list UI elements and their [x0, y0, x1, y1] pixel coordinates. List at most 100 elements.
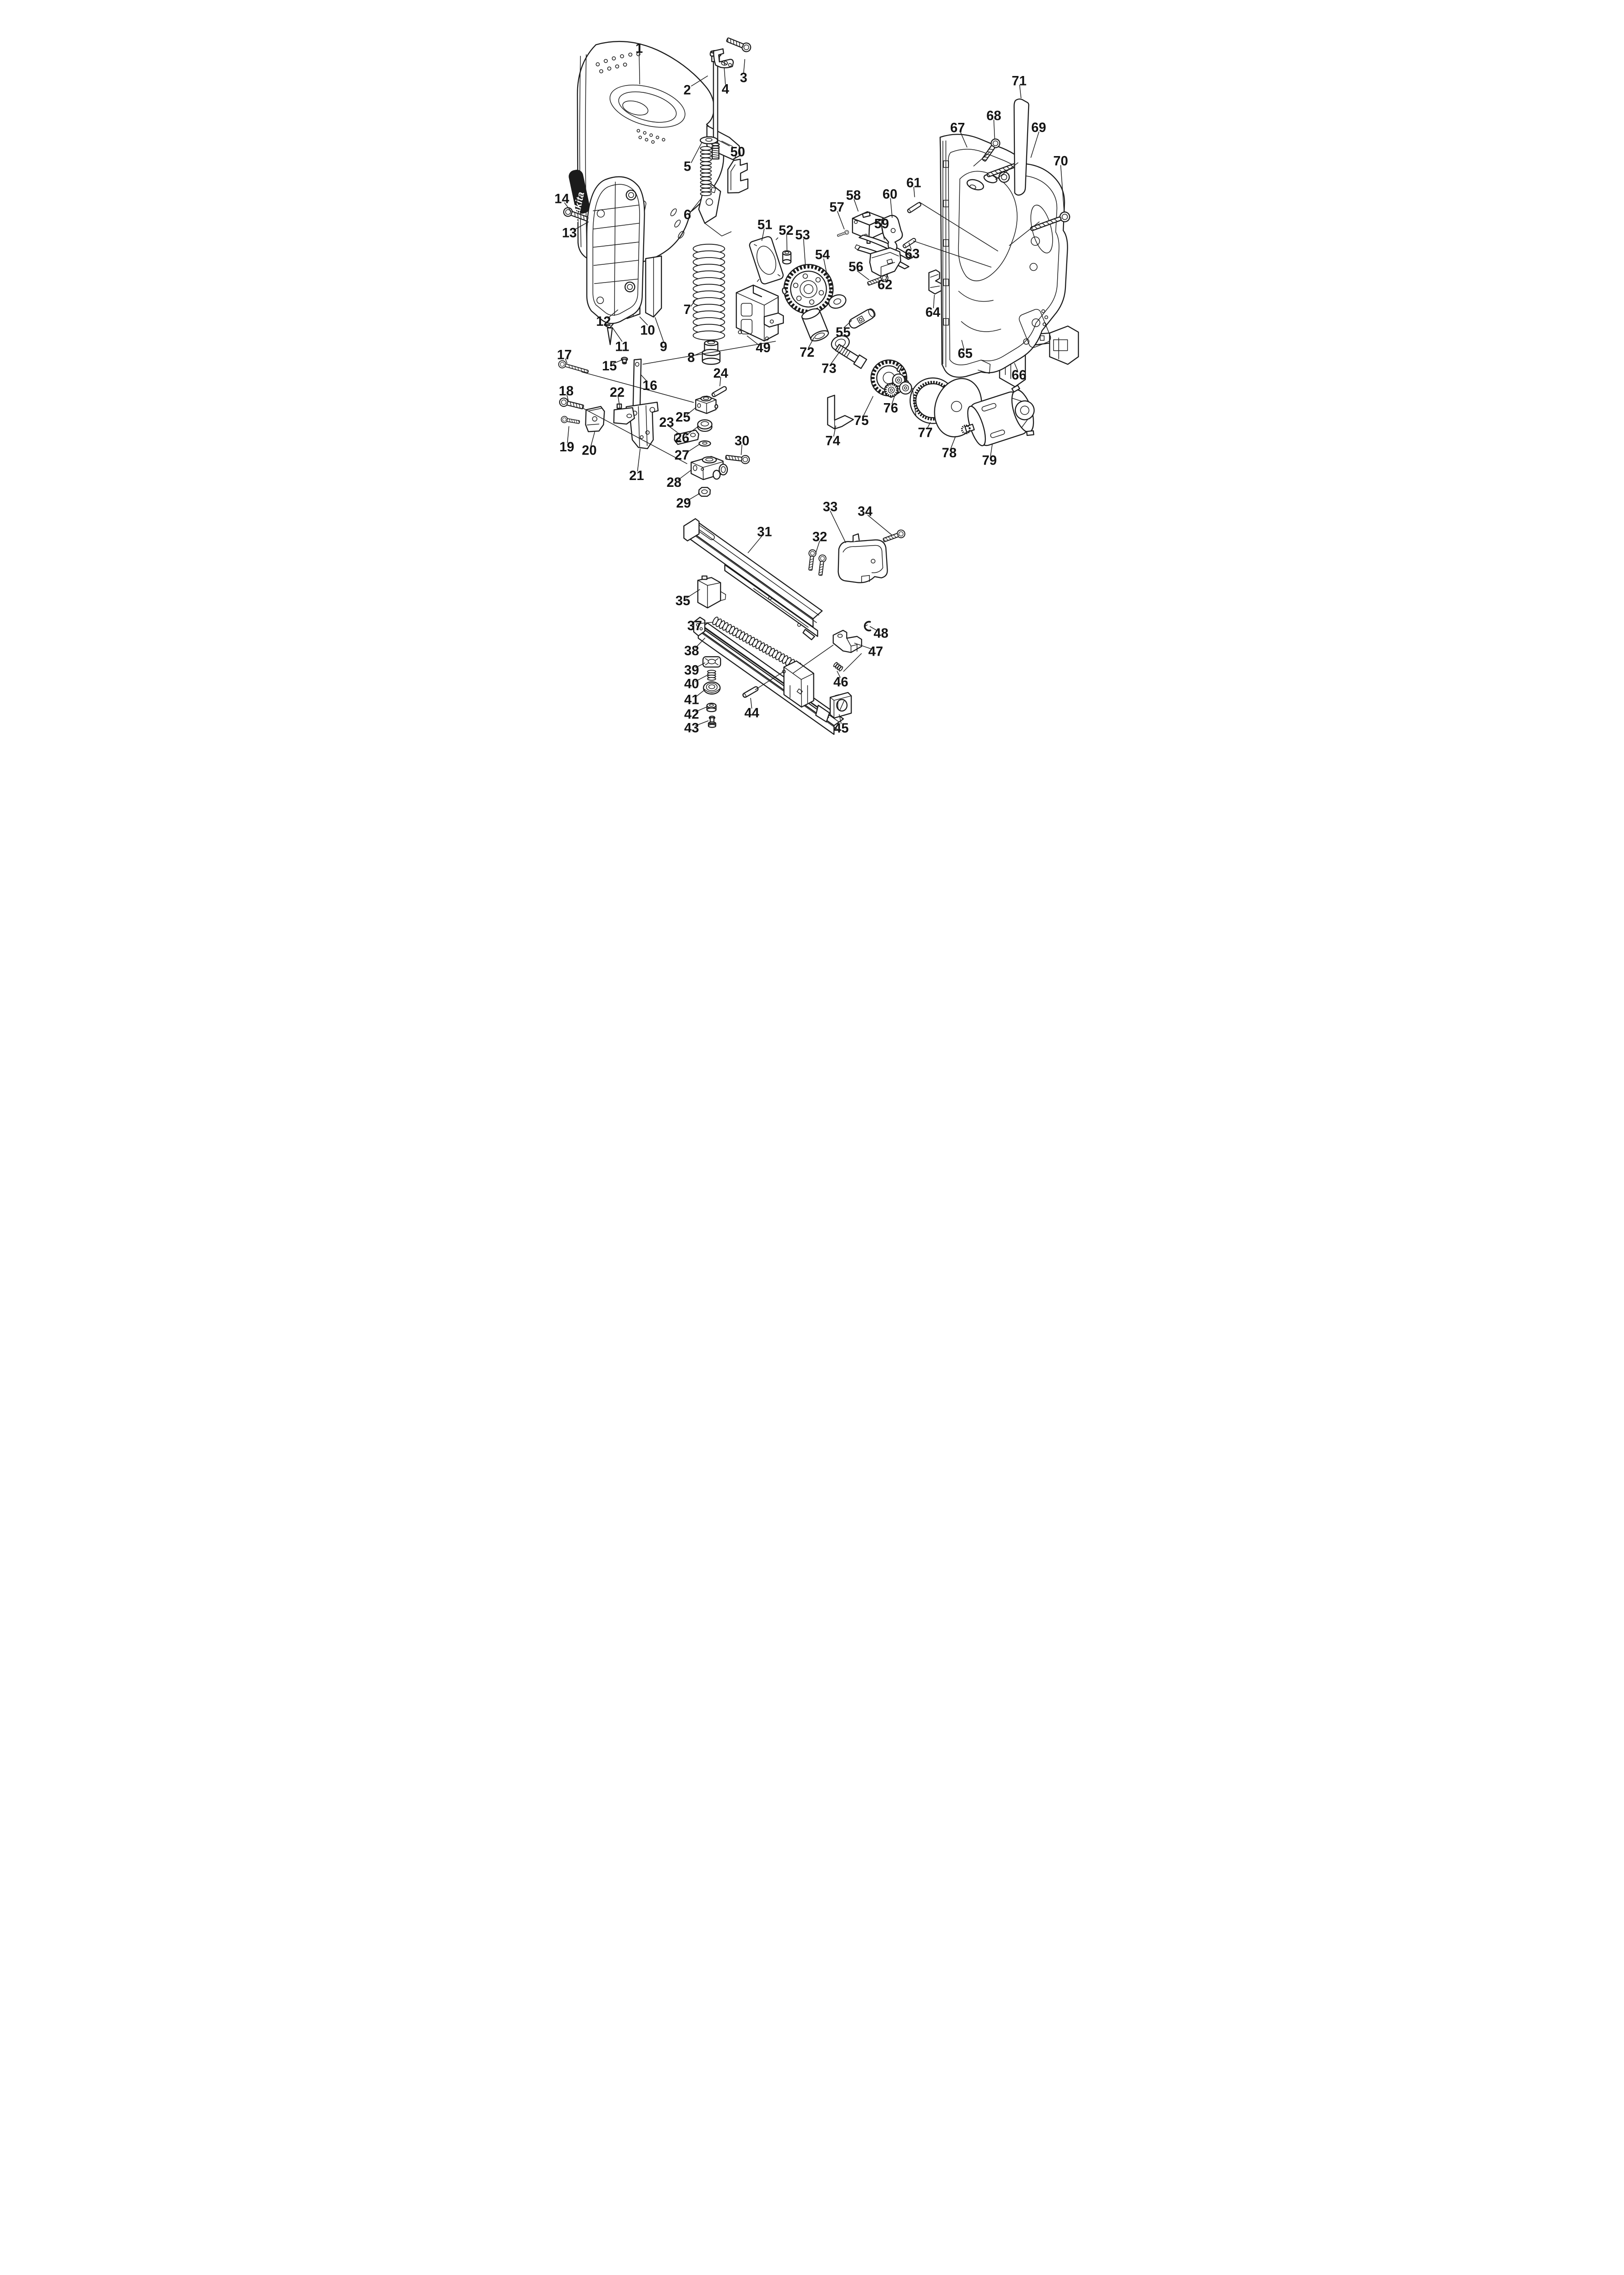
callout-leader-68 — [993, 120, 995, 140]
callout-leader-53 — [803, 238, 806, 267]
callout-label-48: 48 — [873, 626, 888, 641]
callout-label-72: 72 — [800, 345, 815, 360]
callout-leader-30 — [741, 445, 742, 455]
part-50-spring-clip — [727, 158, 749, 194]
callout-label-27: 27 — [675, 448, 690, 463]
part-55-roller-pin — [848, 308, 876, 329]
callout-leader-11 — [611, 327, 623, 342]
part-26-bearing — [697, 419, 713, 432]
part-31-magazine-rail — [683, 518, 823, 641]
callout-leader-4 — [724, 67, 726, 85]
part-25-pivot-block — [695, 395, 718, 414]
callout-leader-26 — [685, 426, 699, 436]
callout-leader-25 — [686, 407, 696, 415]
callout-label-77: 77 — [918, 425, 933, 440]
part-47-latch — [832, 630, 862, 653]
part-15-rivet — [620, 357, 628, 364]
callout-leader-55 — [843, 320, 852, 329]
callout-leader-16 — [640, 374, 648, 382]
part-5-flat-washer — [700, 136, 718, 145]
part-18-bolt — [558, 396, 585, 412]
part-33-contact-cover — [837, 533, 888, 583]
part-74-bracket — [827, 394, 854, 430]
callout-label-71: 71 — [1012, 73, 1027, 88]
callout-leader-19 — [567, 426, 570, 443]
callout-label-2: 2 — [684, 82, 691, 97]
part-35-end-box — [697, 575, 726, 609]
callout-label-5: 5 — [684, 159, 691, 174]
part-79-motor — [961, 384, 1035, 446]
part-4-bracket — [713, 48, 734, 69]
part-9-guide-plate — [645, 255, 662, 318]
callout-leader-46 — [837, 671, 841, 678]
part-76-planet-gears — [884, 373, 913, 398]
callout-label-4: 4 — [722, 81, 730, 96]
callout-label-38: 38 — [684, 643, 699, 658]
part-48-e-clip — [864, 621, 872, 632]
callout-leader-51 — [761, 228, 765, 241]
callout-label-63: 63 — [905, 246, 920, 261]
callout-leader-5 — [691, 142, 702, 163]
callout-leader-32 — [815, 541, 820, 554]
callout-label-34: 34 — [857, 504, 873, 519]
callout-label-24: 24 — [713, 366, 728, 381]
callout-label-21: 21 — [629, 468, 644, 483]
callout-label-16: 16 — [642, 378, 657, 393]
callout-label-13: 13 — [562, 226, 577, 241]
callout-label-79: 79 — [982, 453, 997, 468]
callout-leader-41 — [695, 689, 705, 698]
callout-leader-9 — [655, 317, 664, 342]
callout-leader-57 — [837, 211, 845, 230]
callout-label-6: 6 — [684, 207, 691, 222]
callout-leader-44 — [750, 698, 752, 709]
callout-label-64: 64 — [925, 305, 940, 320]
callout-label-25: 25 — [676, 410, 691, 425]
callout-leader-40 — [695, 674, 708, 682]
callout-label-19: 19 — [560, 440, 575, 455]
part-42-bushing — [706, 703, 717, 713]
callout-label-52: 52 — [779, 223, 794, 238]
part-46-spring — [833, 662, 843, 672]
callout-label-57: 57 — [829, 200, 844, 215]
part-32-screw-a — [806, 549, 817, 571]
callout-leader-62 — [885, 273, 888, 281]
part-29-hex-nut — [698, 487, 711, 497]
callout-label-54: 54 — [815, 247, 830, 262]
callout-label-1: 1 — [635, 41, 643, 56]
callout-leader-77 — [927, 422, 931, 429]
callout-leader-59 — [882, 228, 885, 240]
callout-leader-38 — [695, 637, 706, 649]
callout-leader-43 — [695, 720, 709, 727]
callout-label-78: 78 — [942, 445, 957, 460]
callout-label-56: 56 — [848, 259, 863, 274]
callout-leader-47 — [854, 642, 872, 650]
callout-label-35: 35 — [676, 593, 691, 608]
part-32-screw-b — [816, 554, 827, 576]
part-44-pin — [741, 685, 760, 699]
callout-leader-56 — [857, 270, 870, 280]
part-72-roller — [801, 308, 829, 342]
callout-leader-72 — [808, 337, 814, 349]
callout-label-66: 66 — [1012, 368, 1027, 383]
callout-leader-71 — [1019, 85, 1022, 99]
callout-leader-17 — [565, 358, 568, 364]
callout-leader-35 — [686, 589, 701, 599]
callout-label-74: 74 — [825, 433, 840, 448]
part-53-pulley-gear — [782, 264, 834, 314]
callout-label-76: 76 — [883, 401, 898, 416]
part-3-screw — [725, 35, 753, 54]
part-71-label-blade — [1014, 98, 1029, 196]
callout-leader-12 — [607, 309, 619, 319]
callout-label-31: 31 — [757, 524, 772, 539]
callout-leader-2 — [691, 76, 708, 86]
callout-label-26: 26 — [675, 430, 690, 445]
part-51-gasket-plate — [749, 236, 784, 285]
part-41-bearing-ring — [703, 681, 721, 695]
callout-leader-69 — [1030, 131, 1039, 158]
callout-label-12: 12 — [596, 314, 611, 329]
callout-leader-39 — [695, 662, 706, 668]
callout-label-9: 9 — [660, 339, 667, 354]
callout-leader-24 — [719, 377, 721, 386]
part-40-spring — [707, 670, 716, 681]
callout-leader-70 — [1060, 165, 1065, 212]
